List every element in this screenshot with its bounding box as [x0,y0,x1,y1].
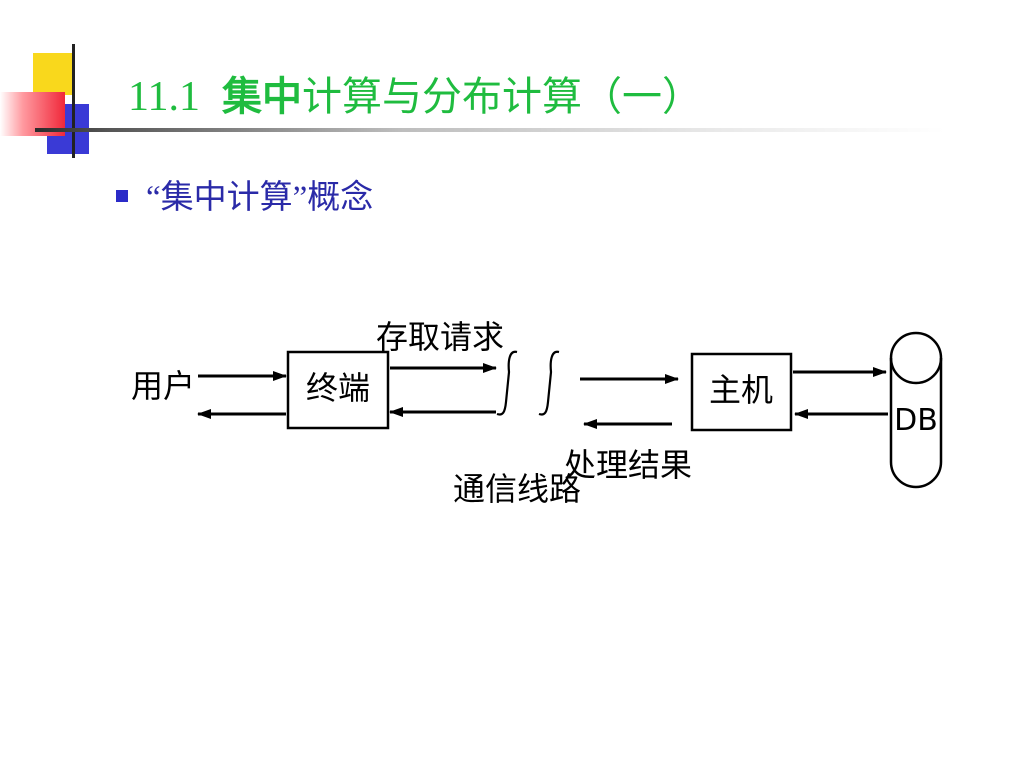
result-label: 处理结果 [564,446,692,484]
title-rest-part: 计算与分布计算（一） [301,74,702,120]
bullet-item: “集中计算”概念 [116,172,373,216]
comm-line-label: 通信线路 [453,470,581,508]
bullet-text: “集中计算”概念 [146,180,374,216]
title-number: 11.1 [128,74,200,120]
host-box [690,352,793,432]
access-request-label: 存取请求 [376,318,504,356]
slide-title: 11.1 集中计算与分布计算（一） [128,66,702,128]
decor-yellow-square [33,53,75,95]
user-label: 用户 [131,367,195,405]
decor-vertical-line [72,44,75,158]
title-underline [35,128,945,132]
host-label: 主机 [709,371,773,409]
db-cylinder-top-edge [889,357,943,385]
bullet-square-icon [116,190,128,202]
db-cylinder-icon [889,331,943,489]
title-bold-part: 集中 [221,74,302,120]
db-label: DB [894,403,938,438]
terminal-label: 终端 [306,369,370,407]
line-break-symbol-left [496,350,518,416]
terminal-box [286,350,390,430]
line-break-symbol-right [538,350,560,416]
